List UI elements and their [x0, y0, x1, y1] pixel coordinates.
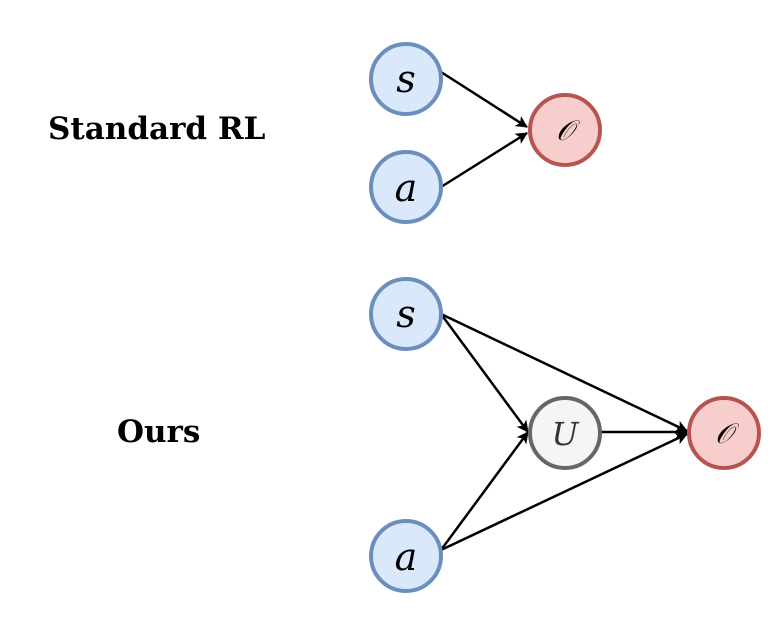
node-a-circle: [369, 150, 443, 224]
standard-node-o: 𝒪: [528, 93, 602, 167]
ours-edges: [439, 312, 688, 552]
standard-edges: [440, 70, 528, 189]
edge-a-to-u: [439, 431, 530, 551]
node-s-text: s: [396, 292, 416, 336]
standard-node-s: s: [369, 42, 443, 116]
edge-s-to-u: [439, 313, 530, 433]
node-o-circle: [687, 396, 761, 470]
edge-a-to-o: [440, 432, 688, 552]
edge-a-to-o: [440, 131, 528, 189]
node-u-circle: [528, 396, 602, 470]
ours-label: Ours: [117, 414, 201, 450]
ours-node-u: U: [528, 396, 602, 470]
edge-s-to-o: [440, 312, 688, 433]
node-a-text: a: [395, 166, 418, 210]
standard-node-a: a: [369, 150, 443, 224]
node-s-text: s: [396, 57, 416, 101]
node-s-circle: [369, 277, 443, 351]
edge-s-to-o: [440, 70, 528, 129]
node-a-text: a: [395, 535, 418, 579]
node-o-circle: [528, 93, 602, 167]
ours-node-o: 𝒪: [687, 396, 761, 470]
node-u-text: U: [552, 415, 580, 453]
node-a-circle: [369, 519, 443, 593]
standard-rl-label: Standard RL: [48, 111, 266, 147]
ours-node-a: a: [369, 519, 443, 593]
ours-node-s: s: [369, 277, 443, 351]
node-s-circle: [369, 42, 443, 116]
